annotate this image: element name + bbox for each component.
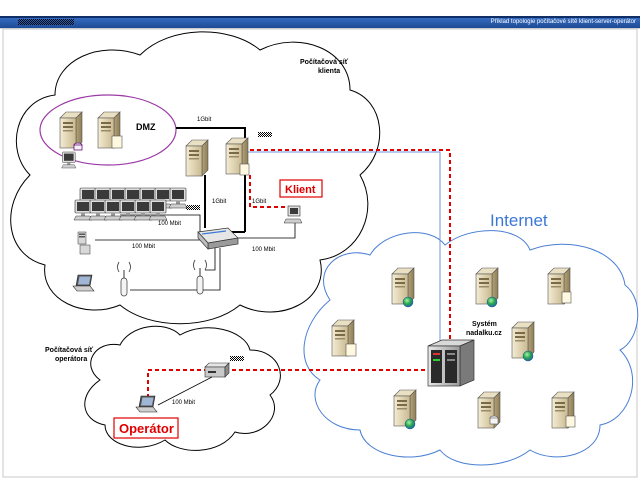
internet-label: Internet [490,211,548,230]
core-server-1 [185,139,209,177]
workstation-icon [73,199,93,221]
operator-net-line2: operátora [55,356,87,363]
workstation-array [61,151,77,169]
header-bar [0,16,640,28]
operator-firewall-marker [230,356,244,361]
link-label-mbit-operator: 100 Mbit [172,400,195,406]
globe-icon [486,296,498,308]
remote-access-path [147,149,451,405]
link-label-mbit-pc: 100 Mbit [132,244,155,250]
globe-icon [522,350,534,362]
client-network-title: Počítačová síť klienta [300,59,350,75]
internet-uplink-line [246,151,441,245]
system-label: Systém nadalku.cz [466,321,502,337]
firewall-marker-1 [258,132,272,137]
workstation-icon [118,199,138,221]
internet-servers [331,267,576,430]
workstation-icon [133,199,153,221]
header-title: Příklad topologie počítačové sítě klient… [490,19,636,25]
link-label-gbit-right: 1Gbit [252,199,267,205]
workstation-icon [88,199,108,221]
switch-icon [197,227,239,250]
router-icon [204,362,230,378]
client-net-line2: klienta [318,68,340,75]
dmz-server-database [59,111,83,149]
operator-net-line1: Počítačová síť [45,347,94,354]
client-pc [77,231,91,255]
workstation-icon [168,187,188,209]
dmz-label: DMZ [136,122,156,132]
operator-network-title: Počítačová síť operátora [45,347,95,363]
klient-workstation [283,205,303,224]
operator-box [113,417,179,439]
link-label-gbit-mid: 1Gbit [212,199,227,205]
client-net-line1: Počítačová síť [300,59,349,66]
mbit-links [95,214,296,291]
workstation-icon [103,199,123,221]
globe-icon [404,418,416,430]
link-label-mbit-right: 100 Mbit [252,247,275,253]
header-hatch [18,19,74,25]
link-label-mbit-ws: 100 Mbit [158,221,181,227]
workstation-icon [148,199,168,221]
firewall-marker-2 [186,205,200,210]
system-line2: nadalku.cz [466,330,502,337]
system-line1: Systém [472,321,497,328]
link-label-gbit-top: 1Gbit [197,117,212,123]
datacenter-icon [427,339,475,387]
klient-box [279,179,323,198]
klient-label: Klient [285,184,316,196]
globe-icon [402,296,414,308]
operator-label: Operátor [119,421,174,436]
